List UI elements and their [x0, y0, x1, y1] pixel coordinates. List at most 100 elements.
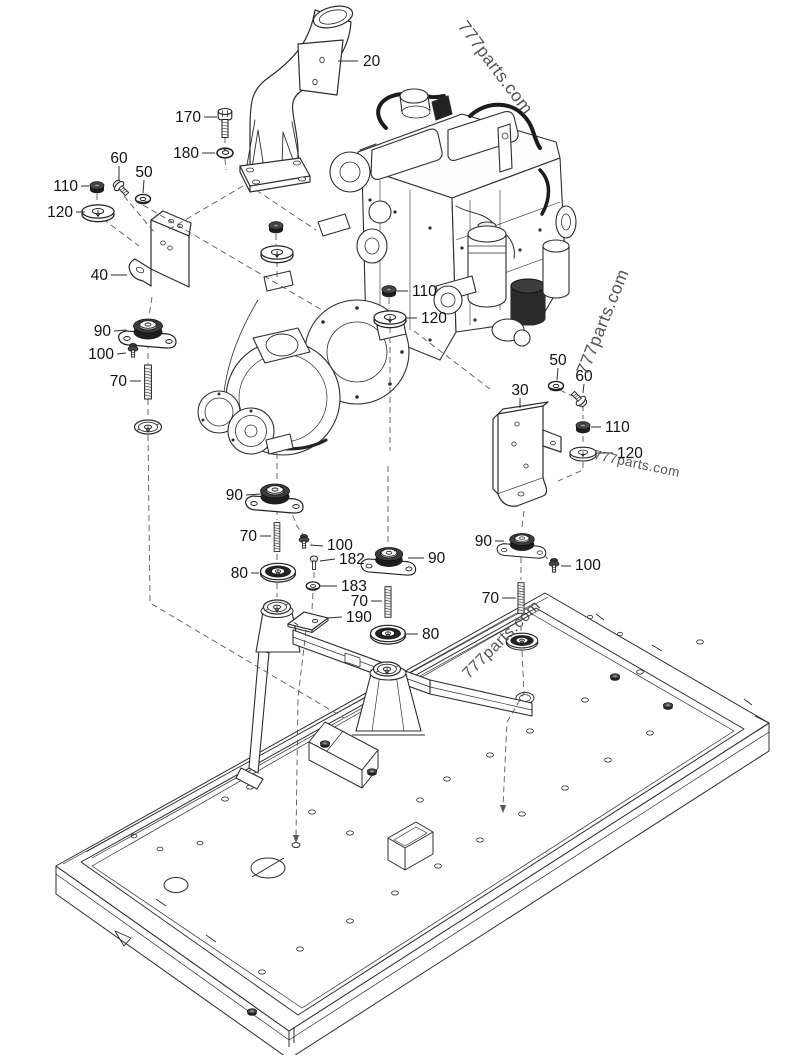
callout-label-70: 70	[482, 590, 500, 607]
callout-leader	[582, 383, 585, 394]
assembly-axis-line	[559, 389, 573, 397]
part-washer50	[134, 193, 152, 205]
callout-label-190: 190	[346, 609, 372, 626]
part-pin182	[310, 555, 318, 570]
part-mount	[245, 483, 304, 514]
frame-illustration	[55, 592, 770, 1055]
part-cushion	[373, 310, 407, 329]
callout-label-110: 110	[412, 283, 437, 300]
part-cushion	[81, 204, 115, 223]
assembly-axes	[96, 137, 584, 843]
callout-label-40: 40	[91, 267, 109, 284]
assembly-axis-line	[142, 204, 323, 311]
part-nut	[268, 221, 284, 234]
assembly-axis-line	[295, 629, 307, 837]
direction-arrow	[499, 805, 507, 813]
callout-labels: 2017018060110501204090100701101203050601…	[47, 53, 643, 643]
callout-leader	[326, 616, 343, 619]
callout-label-100: 100	[327, 537, 353, 554]
part-rod	[144, 364, 152, 400]
callout-leader	[319, 558, 336, 562]
assembly-axis-line	[413, 330, 491, 390]
part-bolt60	[568, 388, 590, 410]
watermark: 777parts.com	[572, 266, 633, 377]
callout-leader	[113, 329, 127, 332]
callout-label-100: 100	[88, 346, 114, 363]
callout-label-30: 30	[511, 382, 529, 399]
part-cushion80	[369, 624, 407, 645]
callout-label-120: 120	[47, 204, 73, 221]
callout-label-110: 110	[605, 419, 630, 436]
part-rod	[384, 586, 392, 618]
callout-label-100: 100	[575, 557, 601, 574]
engine-illustration	[197, 88, 577, 456]
part-bolt100	[548, 558, 560, 573]
callout-label-182: 182	[339, 551, 365, 568]
part-rod	[273, 522, 281, 552]
assembly-axis-line	[148, 296, 153, 317]
assembly-axis-line	[311, 592, 314, 610]
part-nut	[89, 181, 105, 194]
callout-label-90: 90	[94, 323, 112, 340]
intake-elbow-illustration	[239, 5, 354, 193]
part-cushion80	[259, 562, 297, 583]
part-mount	[118, 318, 177, 349]
callout-leader	[309, 544, 324, 547]
frame-holes	[130, 614, 704, 975]
callout-label-90: 90	[428, 550, 446, 567]
part-mount	[360, 546, 417, 576]
assembly-axis-line	[224, 158, 227, 171]
assembly-axis-line	[502, 650, 525, 807]
frame-nuts	[246, 673, 674, 1016]
callout-leader	[116, 352, 127, 355]
callout-label-80: 80	[231, 565, 249, 582]
assembly-axis-line	[255, 189, 317, 231]
assembly-axis-line	[288, 505, 304, 536]
bracket-40-illustration	[128, 210, 192, 288]
part-washer180	[216, 147, 234, 159]
callout-label-70: 70	[240, 528, 258, 545]
part-washerflat	[133, 419, 163, 435]
part-nut	[381, 285, 397, 298]
part-washerflat	[262, 599, 292, 615]
part-washer50	[305, 581, 321, 591]
callout-label-80: 80	[422, 626, 440, 643]
callout-label-120: 120	[617, 445, 643, 462]
assembly-axis-line	[521, 510, 525, 528]
assembly-axis-line	[102, 218, 140, 247]
part-mount	[496, 532, 547, 559]
callout-label-50: 50	[135, 164, 153, 181]
watermarks: 777parts.com777parts.com777parts.com777p…	[454, 17, 681, 683]
callout-label-70: 70	[351, 593, 369, 610]
direction-arrow	[292, 835, 300, 843]
callout-leader	[245, 493, 262, 496]
callout-leader	[556, 367, 559, 381]
part-washerflat	[372, 661, 402, 677]
callout-leader	[142, 179, 145, 194]
assembly-axis-line	[123, 195, 155, 233]
callout-label-110: 110	[53, 178, 78, 195]
callout-label-180: 180	[173, 145, 199, 162]
callout-label-20: 20	[363, 53, 381, 70]
engine-bed-illustration	[235, 603, 533, 790]
assembly-axis-line	[167, 185, 244, 231]
callout-label-70: 70	[110, 373, 128, 390]
part-bolt170	[217, 107, 233, 139]
callout-label-60: 60	[110, 150, 128, 167]
callout-label-90: 90	[226, 487, 244, 504]
part-cushion	[260, 245, 294, 264]
callout-label-60: 60	[575, 368, 593, 385]
callout-label-170: 170	[175, 109, 201, 126]
part-bolt60	[110, 177, 132, 199]
callout-label-90: 90	[475, 533, 493, 550]
part-washer50	[547, 380, 565, 392]
assembly-axis-line	[557, 462, 584, 482]
callout-label-183: 183	[341, 578, 367, 595]
bracket-30-illustration	[492, 401, 562, 507]
part-bolt100	[298, 534, 310, 549]
part-nut	[575, 421, 591, 434]
part-bolt100	[127, 343, 139, 358]
callout-label-120: 120	[421, 310, 447, 327]
